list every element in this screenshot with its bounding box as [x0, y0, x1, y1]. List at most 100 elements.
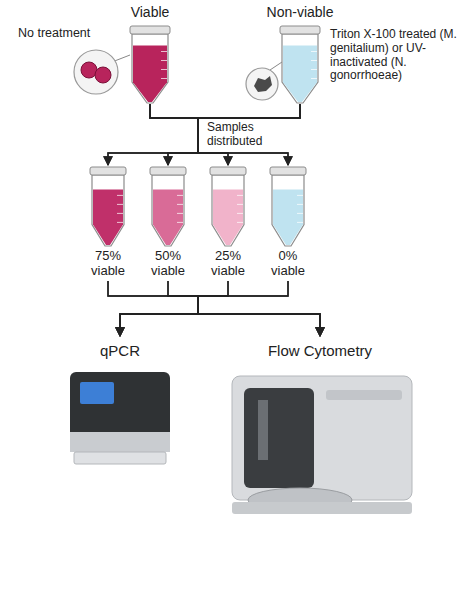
graduation-mark	[311, 60, 317, 61]
flow-cytometer	[232, 376, 412, 514]
tube-liquid	[133, 46, 167, 103]
tube-cap	[280, 26, 320, 34]
sample-tube: 25% viable	[200, 165, 256, 281]
tube-body	[132, 34, 168, 103]
flow-arrow	[108, 281, 198, 336]
tube-body	[92, 175, 124, 246]
graduation-mark	[161, 51, 167, 52]
graduation-mark	[117, 213, 123, 214]
graduation-mark	[237, 213, 243, 214]
tube-body	[212, 175, 244, 246]
flow-arrow	[198, 281, 320, 336]
lid	[326, 390, 402, 400]
node-label: 25% viable	[203, 249, 253, 279]
machine-body	[70, 372, 170, 452]
node-label: 0% viable	[263, 249, 313, 279]
node-label: Viable	[100, 4, 200, 20]
flow-arrow	[198, 104, 300, 165]
graduation-mark	[237, 222, 243, 223]
graduation-mark	[117, 204, 123, 205]
graduation-mark	[311, 78, 317, 79]
sample-tube: 50% viable	[140, 165, 196, 281]
tube-liquid	[93, 189, 123, 245]
tube-outline	[270, 167, 306, 247]
node-label: qPCR	[60, 342, 180, 359]
tube-outline	[150, 167, 186, 247]
tube-body	[152, 175, 184, 246]
graduation-mark	[237, 195, 243, 196]
graduation-mark	[297, 204, 303, 205]
graduation-mark	[311, 51, 317, 52]
tube-body	[282, 34, 318, 103]
tube-outline	[130, 26, 170, 104]
graduation-mark	[297, 213, 303, 214]
flow-arrow	[108, 104, 198, 165]
edge-label: Samples distributed	[205, 121, 289, 149]
graduation-mark	[297, 195, 303, 196]
graduation-mark	[311, 69, 317, 70]
graduation-mark	[177, 204, 183, 205]
bacterium	[95, 67, 111, 83]
graduation-mark	[161, 78, 167, 79]
flow-arrow	[120, 281, 228, 336]
flow-arrow	[150, 104, 288, 165]
sample-port	[258, 400, 268, 460]
qpcr-machine	[70, 372, 170, 464]
graduation-mark	[117, 195, 123, 196]
instrument: Flow Cytometry	[215, 336, 425, 516]
instrument: qPCR	[60, 336, 180, 466]
flow-arrow	[120, 281, 198, 336]
tube-cap	[210, 167, 246, 175]
leader-line	[270, 62, 282, 70]
graduation-mark	[297, 222, 303, 223]
sample-tube: Non-viableTriton X-100 treated (M. genit…	[250, 4, 464, 104]
magnifier-bubble	[246, 68, 278, 100]
graduation-mark	[117, 222, 123, 223]
tube-liquid	[213, 189, 243, 245]
tube-cap	[130, 26, 170, 34]
node-note: No treatment	[18, 26, 110, 40]
graduation-mark	[161, 69, 167, 70]
tube-liquid	[153, 189, 183, 245]
machine-base	[74, 452, 166, 464]
tube-liquid	[283, 46, 317, 103]
flow-arrow	[108, 104, 300, 165]
graduation-mark	[177, 195, 183, 196]
machine-body	[232, 376, 412, 500]
graduation-mark	[161, 60, 167, 61]
flow-arrow	[108, 281, 320, 336]
viable-bacteria-icon	[74, 50, 130, 94]
flow-arrow	[168, 281, 320, 336]
tube-outline	[280, 26, 320, 104]
flow-arrow	[150, 104, 198, 165]
sample-tube: ViableNo treatment	[18, 4, 180, 104]
tube-body	[272, 175, 304, 246]
front-door	[244, 388, 314, 488]
tube-liquid	[273, 189, 303, 245]
graduation-mark	[237, 204, 243, 205]
node-label: 50% viable	[143, 249, 193, 279]
tube-outline	[90, 167, 126, 247]
node-label: Flow Cytometry	[215, 342, 425, 359]
tube-outline	[210, 167, 246, 247]
tube-cap	[270, 167, 306, 175]
damaged-bacterium	[254, 76, 272, 92]
nonviable-bacteria-icon	[246, 62, 282, 100]
machine-base	[232, 502, 412, 514]
magnifier-bubble	[74, 50, 118, 94]
screen	[80, 382, 114, 404]
flow-arrow	[168, 104, 300, 165]
graduation-mark	[177, 222, 183, 223]
sample-tube: 0% viable	[260, 165, 316, 281]
node-label: Non-viable	[250, 4, 350, 20]
node-note: Triton X-100 treated (M. genitalium) or …	[330, 28, 462, 83]
node-label: 75% viable	[83, 249, 133, 279]
flow-arrow	[198, 104, 300, 165]
tube-cap	[150, 167, 186, 175]
flow-arrow	[120, 281, 288, 336]
flow-arrow	[198, 281, 320, 336]
graduation-mark	[177, 213, 183, 214]
